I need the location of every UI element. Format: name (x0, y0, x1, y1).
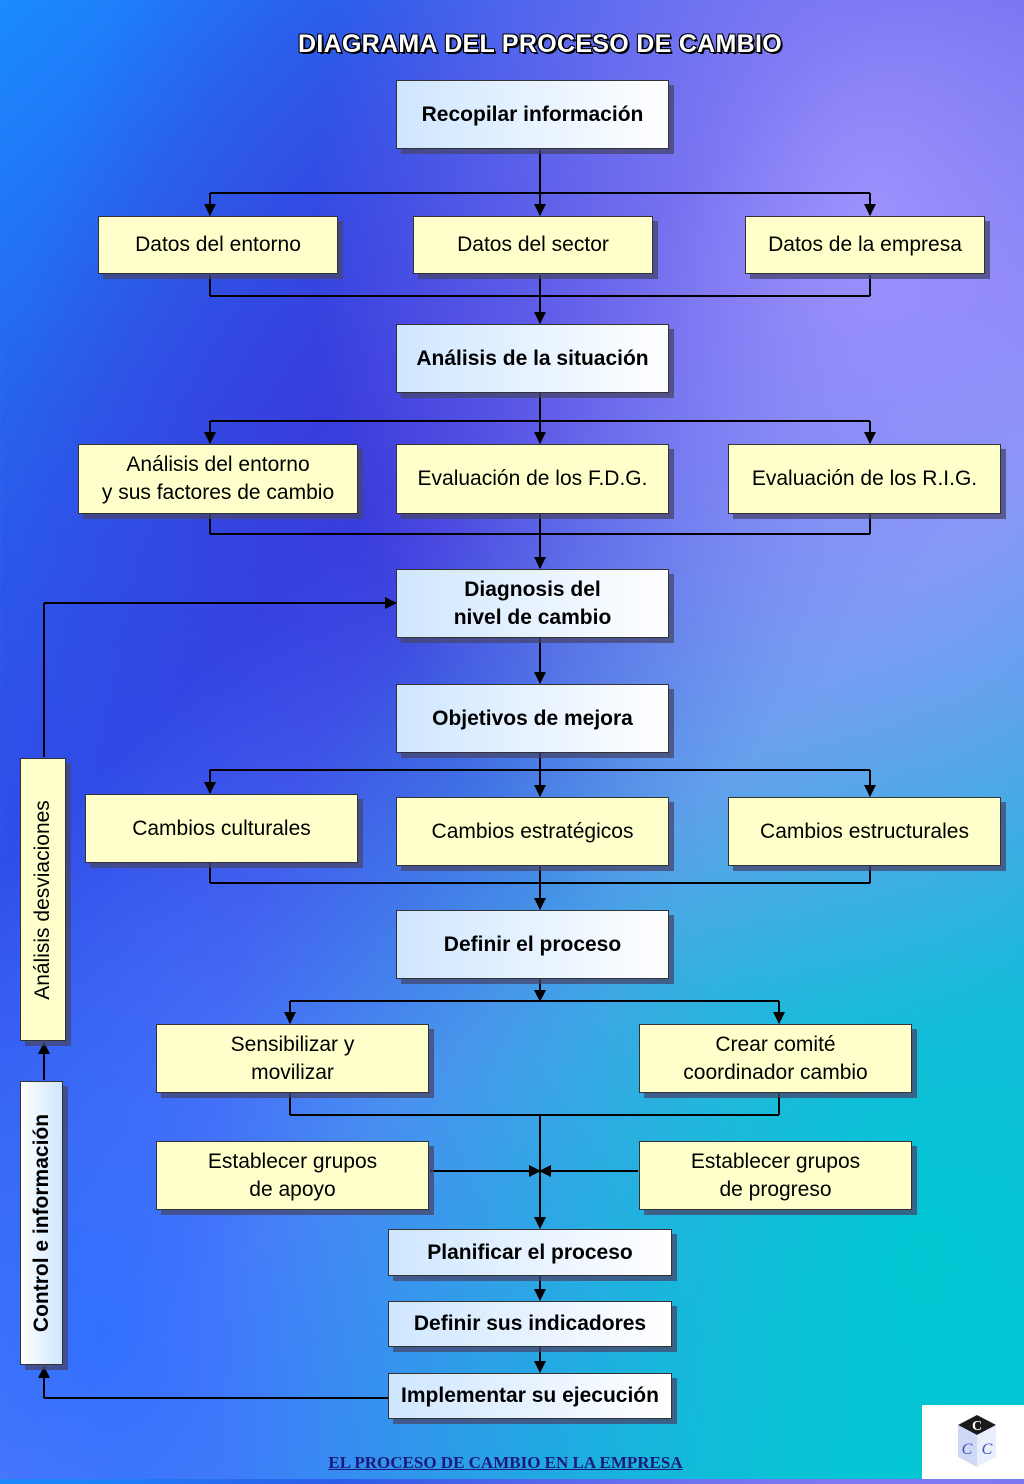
logo-letter-top: C (972, 1419, 982, 1434)
node-analisis-situacion: Análisis de la situación (396, 324, 669, 393)
node-diagnosis: Diagnosis del nivel de cambio (396, 569, 669, 638)
node-cambios-culturales: Cambios culturales (85, 794, 358, 863)
node-evaluacion-fdg: Evaluación de los F.D.G. (396, 444, 669, 514)
node-objetivos-mejora: Objetivos de mejora (396, 684, 669, 753)
side-control-informacion: Control e información (20, 1081, 63, 1365)
node-definir-proceso: Definir el proceso (396, 910, 669, 979)
node-datos-empresa: Datos de la empresa (745, 216, 985, 274)
node-cambios-estructurales: Cambios estructurales (728, 797, 1001, 866)
node-datos-sector: Datos del sector (413, 216, 653, 274)
logo-letter-right: C (982, 1441, 993, 1458)
node-definir-indicadores: Definir sus indicadores (388, 1301, 672, 1347)
cube-logo-icon: C C C (958, 1415, 996, 1467)
node-analisis-entorno: Análisis del entorno y sus factores de c… (78, 444, 358, 514)
node-sensibilizar: Sensibilizar y movilizar (156, 1024, 429, 1093)
node-evaluacion-rig: Evaluación de los R.I.G. (728, 444, 1001, 514)
node-grupos-progreso: Establecer grupos de progreso (639, 1141, 912, 1210)
node-grupos-apoyo: Establecer grupos de apoyo (156, 1141, 429, 1210)
node-cambios-estrategicos: Cambios estratégicos (396, 797, 669, 866)
node-datos-entorno: Datos del entorno (98, 216, 338, 274)
footer-caption: EL PROCESO DE CAMBIO EN LA EMPRESA (328, 1453, 683, 1472)
node-planificar-proceso: Planificar el proceso (388, 1229, 672, 1276)
node-implementar-ejecucion: Implementar su ejecución (388, 1373, 672, 1419)
logo-letter-left: C (962, 1441, 973, 1458)
logo: C C C (922, 1405, 1024, 1479)
node-recopilar-informacion: Recopilar información (396, 80, 669, 149)
diagram-title: DIAGRAMA DEL PROCESO DE CAMBIO (297, 30, 783, 58)
node-crear-comite: Crear comité coordinador cambio (639, 1024, 912, 1093)
side-analisis-desviaciones: Análisis desviaciones (20, 758, 66, 1041)
